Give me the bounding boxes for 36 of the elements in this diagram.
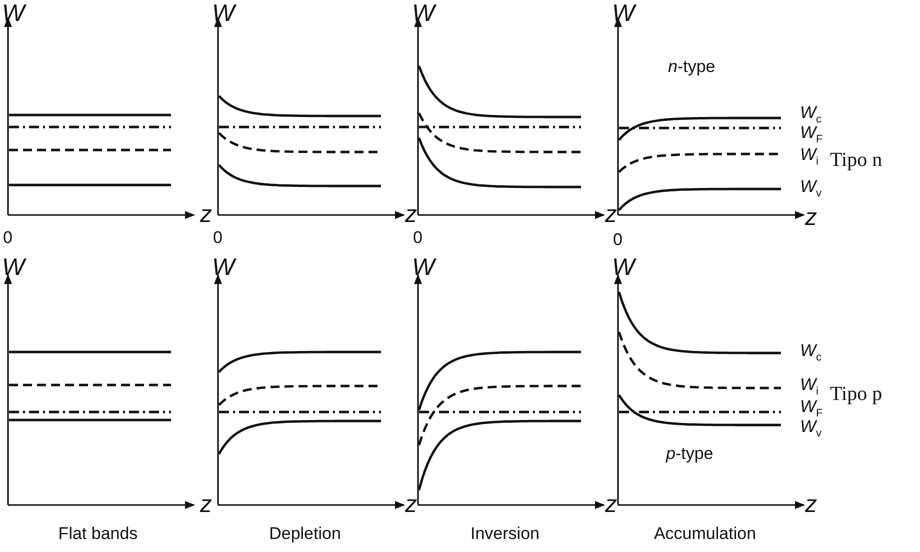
- band-label: W$_{c}$: [800, 342, 822, 364]
- doping-label: n-type: [668, 58, 716, 75]
- origin-label: 0: [3, 229, 12, 246]
- axis-label: z: [405, 493, 417, 517]
- origin-label: 0: [213, 229, 222, 246]
- doping-label: p-type: [666, 445, 714, 462]
- band-label: W$_{c}$: [800, 104, 822, 126]
- origin-label: 0: [413, 229, 422, 246]
- axis-label: z: [200, 203, 212, 227]
- panel-caption: Accumulation: [654, 525, 756, 542]
- band-label: W$_{i}$: [800, 376, 818, 398]
- doping-label: Tipo p: [830, 384, 882, 404]
- band-label: W$_{v}$: [800, 418, 822, 440]
- band-label: W$_{F}$: [800, 398, 823, 420]
- band-label: W$_{F}$: [800, 124, 823, 146]
- panel-caption: Depletion: [269, 525, 341, 542]
- axis-label: W: [412, 2, 435, 26]
- axis-label: z: [805, 493, 817, 517]
- axis-label: z: [605, 493, 617, 517]
- doping-label: Tipo n: [830, 150, 882, 170]
- axis-label: W: [612, 256, 635, 280]
- axis-label: z: [805, 206, 817, 230]
- axis-label: W: [412, 256, 435, 280]
- axis-label: W: [2, 2, 25, 26]
- origin-label: 0: [613, 231, 622, 248]
- axis-label: z: [200, 493, 212, 517]
- axis-label: z: [405, 203, 417, 227]
- band-label: W$_{v}$: [800, 178, 822, 200]
- axis-label: W: [212, 2, 235, 26]
- axis-label: z: [605, 203, 617, 227]
- panel-caption: Flat bands: [58, 525, 138, 542]
- axis-label: W: [212, 256, 235, 280]
- band-label: W$_{i}$: [800, 146, 818, 168]
- panel-caption: Inversion: [470, 525, 540, 542]
- axis-label: W: [2, 256, 25, 280]
- axis-label: W: [612, 2, 635, 26]
